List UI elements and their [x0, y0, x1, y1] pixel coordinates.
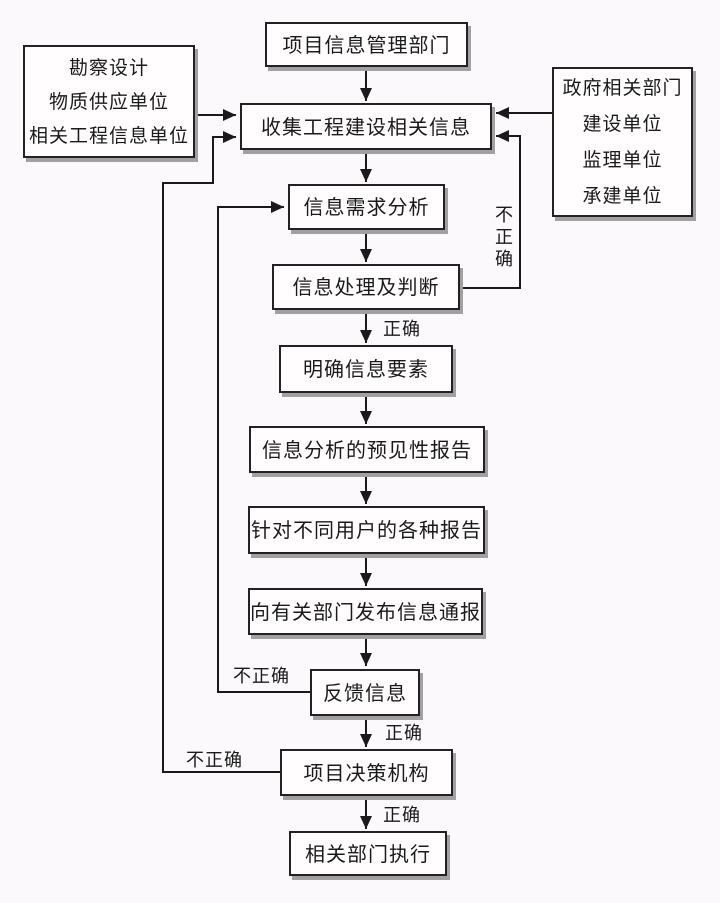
- node-clarify-elements: 明确信息要素: [279, 345, 453, 393]
- source-line-related-info-units: 相关工程信息单位: [28, 124, 189, 147]
- edge-feedback-demand-incorrect: [217, 201, 310, 693]
- source-line-government: 政府相关部门: [562, 77, 683, 99]
- source-line-supervision-unit: 监理单位: [582, 149, 663, 171]
- node-decision-body: 项目决策机构: [280, 749, 453, 796]
- node-left-source-units: 勘察设计 物质供应单位 相关工程信息单位: [23, 45, 195, 158]
- node-execute-depts: 相关部门执行: [289, 831, 447, 876]
- edge-label-incorrect-feedback-loop: 不正确: [233, 666, 290, 687]
- edge-label-incorrect-decision-loop: 不正确: [186, 750, 243, 771]
- source-line-material-supply: 物质供应单位: [48, 90, 169, 113]
- node-process-judge: 信息处理及判断: [272, 264, 460, 310]
- edge-label-correct-process: 正确: [383, 319, 421, 340]
- node-demand-analysis: 信息需求分析: [288, 184, 445, 230]
- source-line-construction-unit: 建设单位: [582, 113, 663, 135]
- source-line-survey-design: 勘察设计: [68, 56, 149, 79]
- edge-label-correct-feedback: 正确: [385, 723, 423, 744]
- edge-process-collect-incorrect: [460, 130, 521, 289]
- node-project-info-dept: 项目信息管理部门: [265, 22, 468, 67]
- source-line-contractor-unit: 承建单位: [582, 185, 663, 207]
- node-collect-info: 收集工程建设相关信息: [240, 103, 492, 150]
- node-user-reports: 针对不同用户的各种报告: [248, 506, 485, 554]
- node-publish-bulletin: 向有关部门发布信息通报: [248, 588, 483, 635]
- edge-label-incorrect-process-loop: 不正确: [492, 205, 513, 271]
- node-feedback-info: 反馈信息: [310, 669, 420, 716]
- edge-decision-collect-incorrect: [162, 131, 280, 773]
- edge-label-correct-decision: 正确: [383, 805, 421, 826]
- node-forecast-report: 信息分析的预见性报告: [249, 426, 485, 473]
- node-right-source-units: 政府相关部门 建设单位 监理单位 承建单位: [552, 67, 693, 217]
